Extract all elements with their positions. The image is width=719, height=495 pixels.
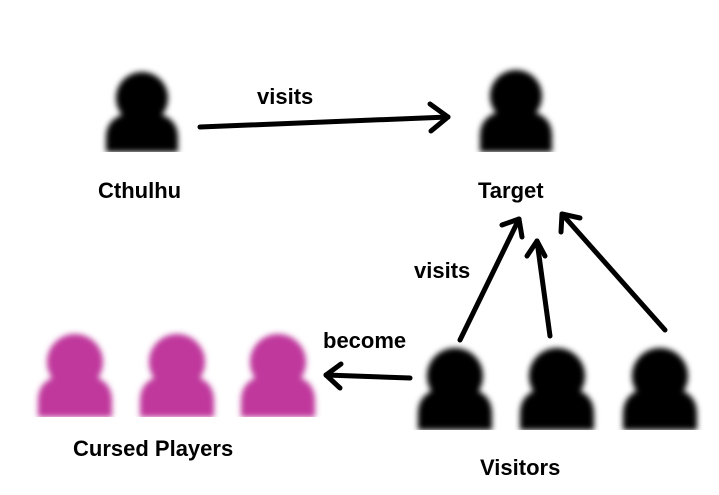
visitor-person-icon bbox=[418, 348, 492, 430]
visitor-person-icon bbox=[520, 348, 594, 430]
cursed-person-icon bbox=[241, 334, 315, 417]
cthulhu-label: Cthulhu bbox=[98, 178, 182, 203]
visitors-label: Visitors bbox=[480, 455, 561, 480]
visits-label-side: visits bbox=[414, 258, 471, 283]
become-label: become bbox=[323, 328, 407, 353]
visits-label-top: visits bbox=[257, 84, 314, 109]
cursed-players-label: Cursed Players bbox=[73, 436, 234, 461]
arrow-cthulhu-to-target bbox=[197, 101, 451, 134]
cthulhu-person-icon bbox=[106, 72, 178, 152]
visitors-group bbox=[418, 348, 697, 430]
cursed-players-group bbox=[38, 334, 315, 417]
cursed-person-icon bbox=[38, 334, 112, 417]
visitor-person-icon bbox=[623, 348, 697, 430]
cursed-person-icon bbox=[140, 334, 214, 417]
target-person-icon bbox=[480, 70, 552, 152]
arrow-visitor1-to-target bbox=[457, 216, 525, 343]
target-label: Target bbox=[478, 178, 544, 203]
arrow-visitor2-to-target bbox=[524, 238, 553, 339]
arrow-visitors-to-cursed bbox=[323, 361, 413, 391]
arrow-visitor3-to-target bbox=[558, 211, 668, 333]
